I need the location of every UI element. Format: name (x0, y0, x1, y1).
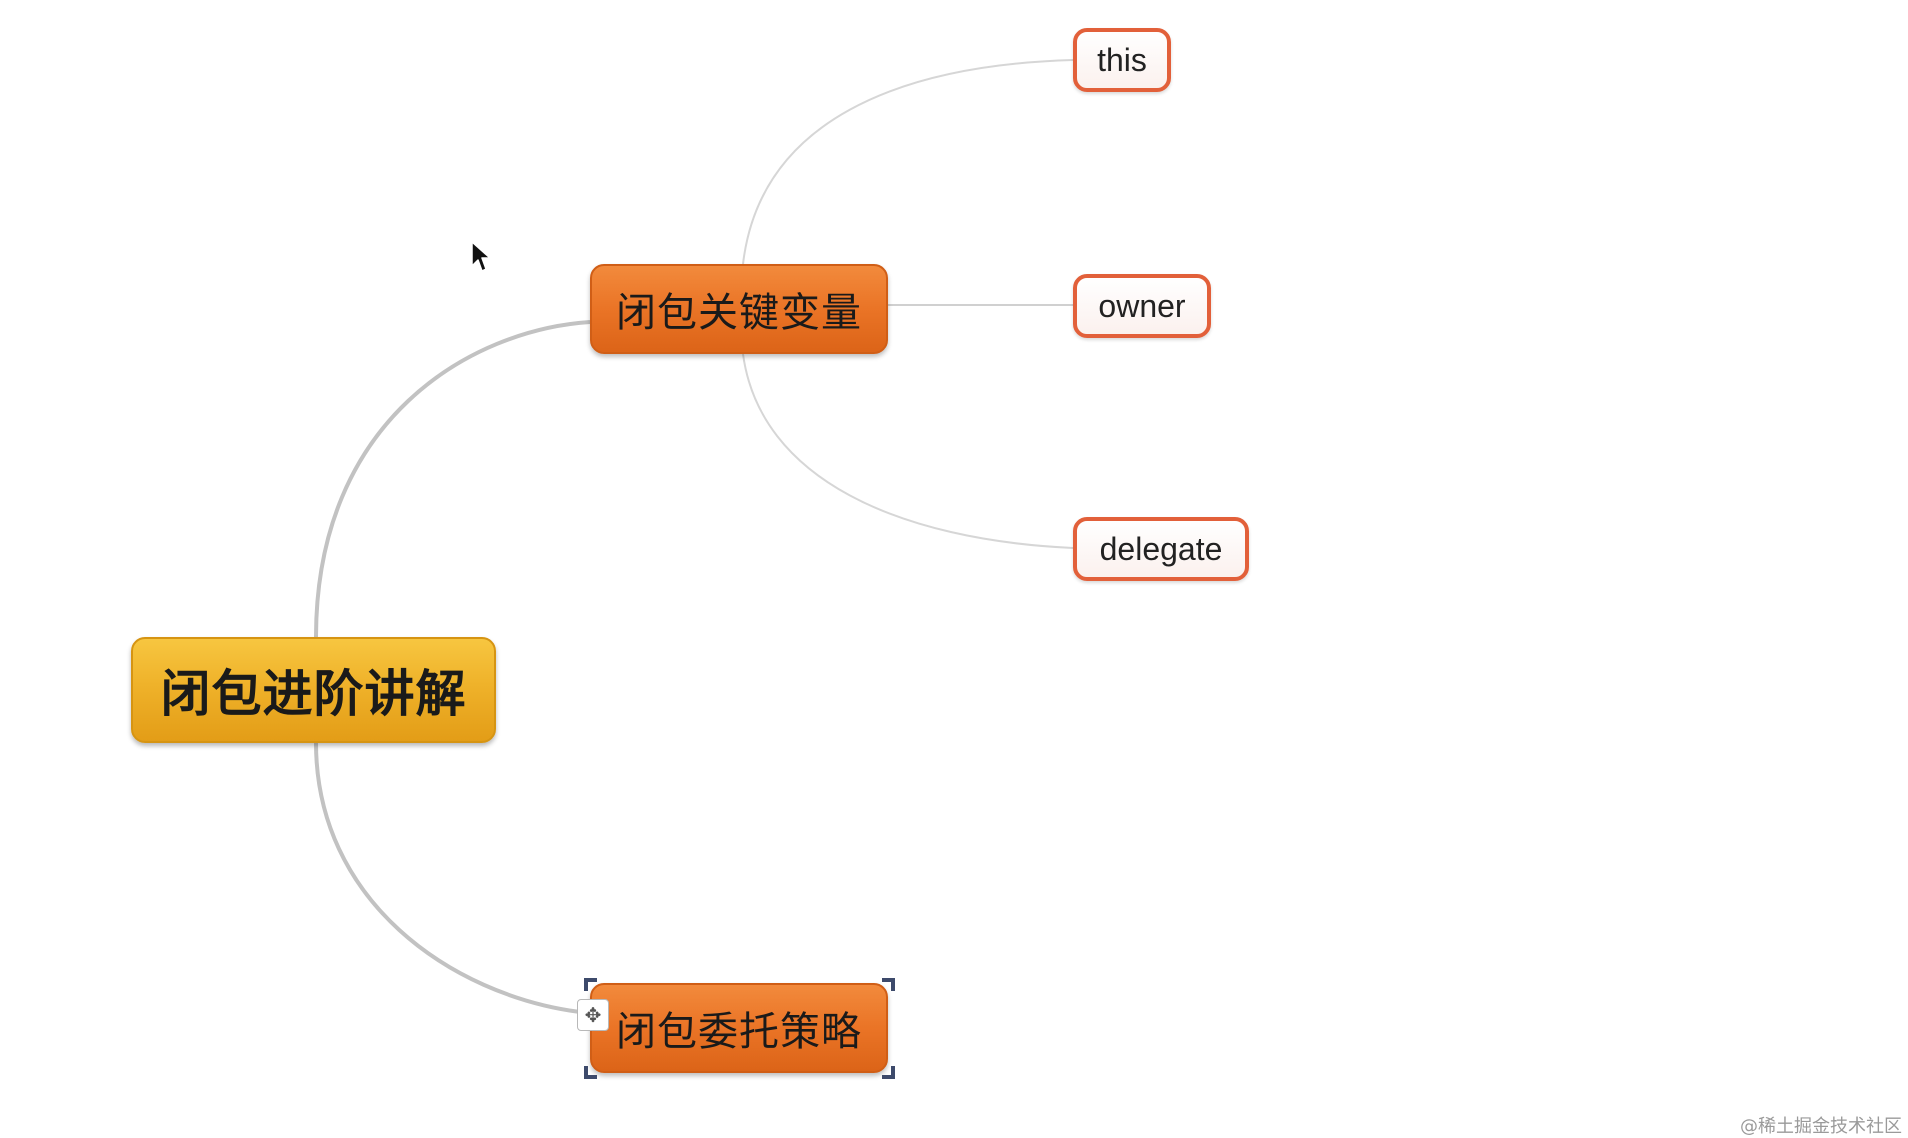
root-topic-node[interactable]: 闭包进阶讲解 (131, 637, 496, 743)
move-handle-icon[interactable]: ✥ (577, 999, 609, 1031)
subtopic-node-owner[interactable]: owner (1073, 274, 1211, 338)
watermark-text: @稀土掘金技术社区 (1740, 1116, 1902, 1137)
selection-handle-top-right[interactable] (882, 978, 895, 991)
connector-keyvars-to-delegate (742, 353, 1074, 549)
mouse-pointer-icon (471, 241, 491, 272)
topic-node-closure-key-variables[interactable]: 闭包关键变量 (590, 264, 888, 354)
subtopic-node-this[interactable]: this (1073, 28, 1171, 92)
connector-keyvars-to-this (742, 59, 1074, 265)
connector-root-to-delegate-strategy (314, 742, 581, 1014)
subtopic-node-delegate[interactable]: delegate (1073, 517, 1249, 581)
selection-handle-top-left[interactable] (584, 978, 597, 991)
selection-handle-bottom-right[interactable] (882, 1066, 895, 1079)
selection-handle-bottom-left[interactable] (584, 1066, 597, 1079)
topic-node-closure-delegate-strategy[interactable]: 闭包委托策略 (590, 983, 888, 1073)
connector-root-to-keyvars (314, 320, 591, 638)
